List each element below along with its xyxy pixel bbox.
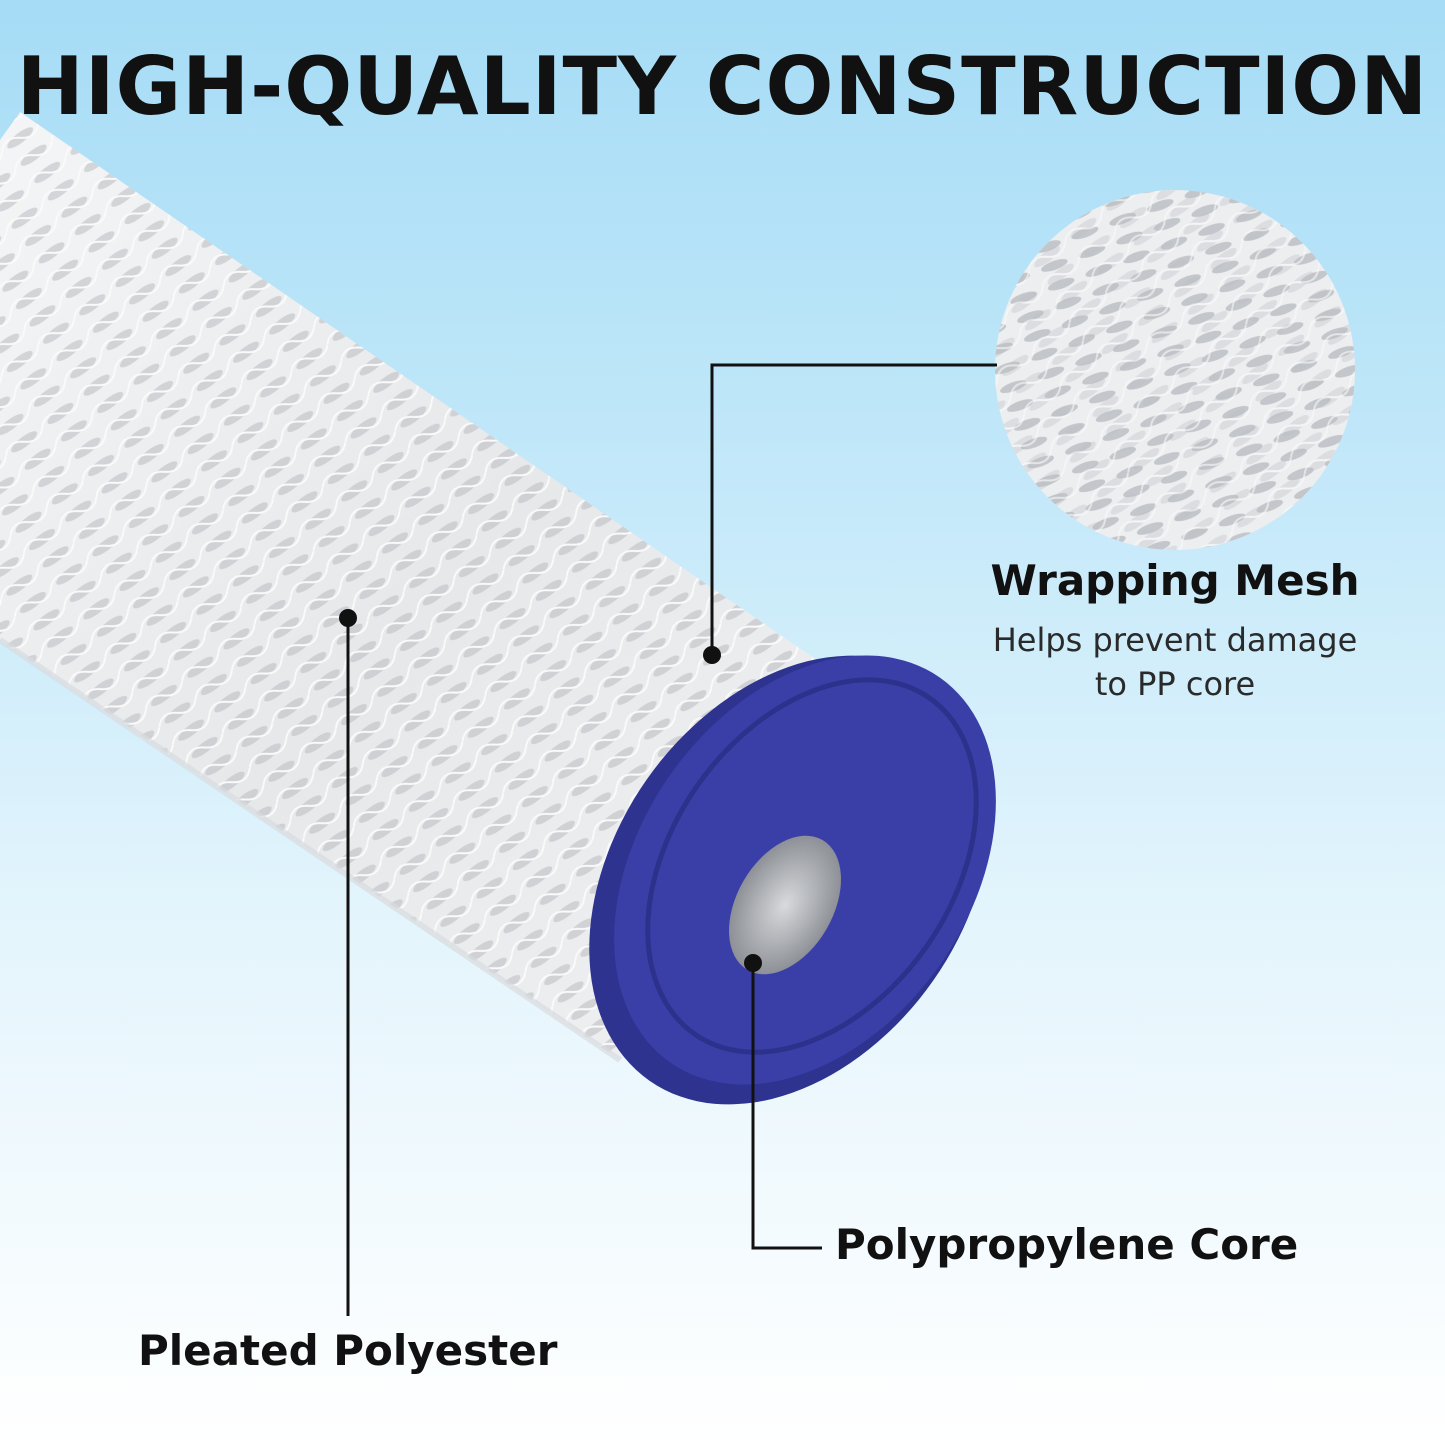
callout-lines: [346, 363, 997, 1316]
wrapping-mesh-description-line1: Helps prevent damage: [992, 621, 1358, 659]
wrapping-mesh-description-line2: to PP core: [1094, 665, 1256, 703]
mesh-closeup-image: [995, 190, 1355, 550]
page-title: HIGH-QUALITY CONSTRUCTION: [16, 40, 1429, 133]
polypropylene-core-title: Polypropylene Core: [835, 1220, 1299, 1269]
polyester-callout-dot: [339, 609, 357, 627]
pleated-polyester-title: Pleated Polyester: [138, 1326, 558, 1375]
mesh-callout-dot: [703, 646, 721, 664]
wrapping-mesh-title: Wrapping Mesh: [990, 556, 1360, 605]
core-callout-dot: [744, 954, 762, 972]
wrapping-mesh-description: Helps prevent damage to PP core: [960, 618, 1390, 706]
end-cap: [589, 655, 996, 1105]
